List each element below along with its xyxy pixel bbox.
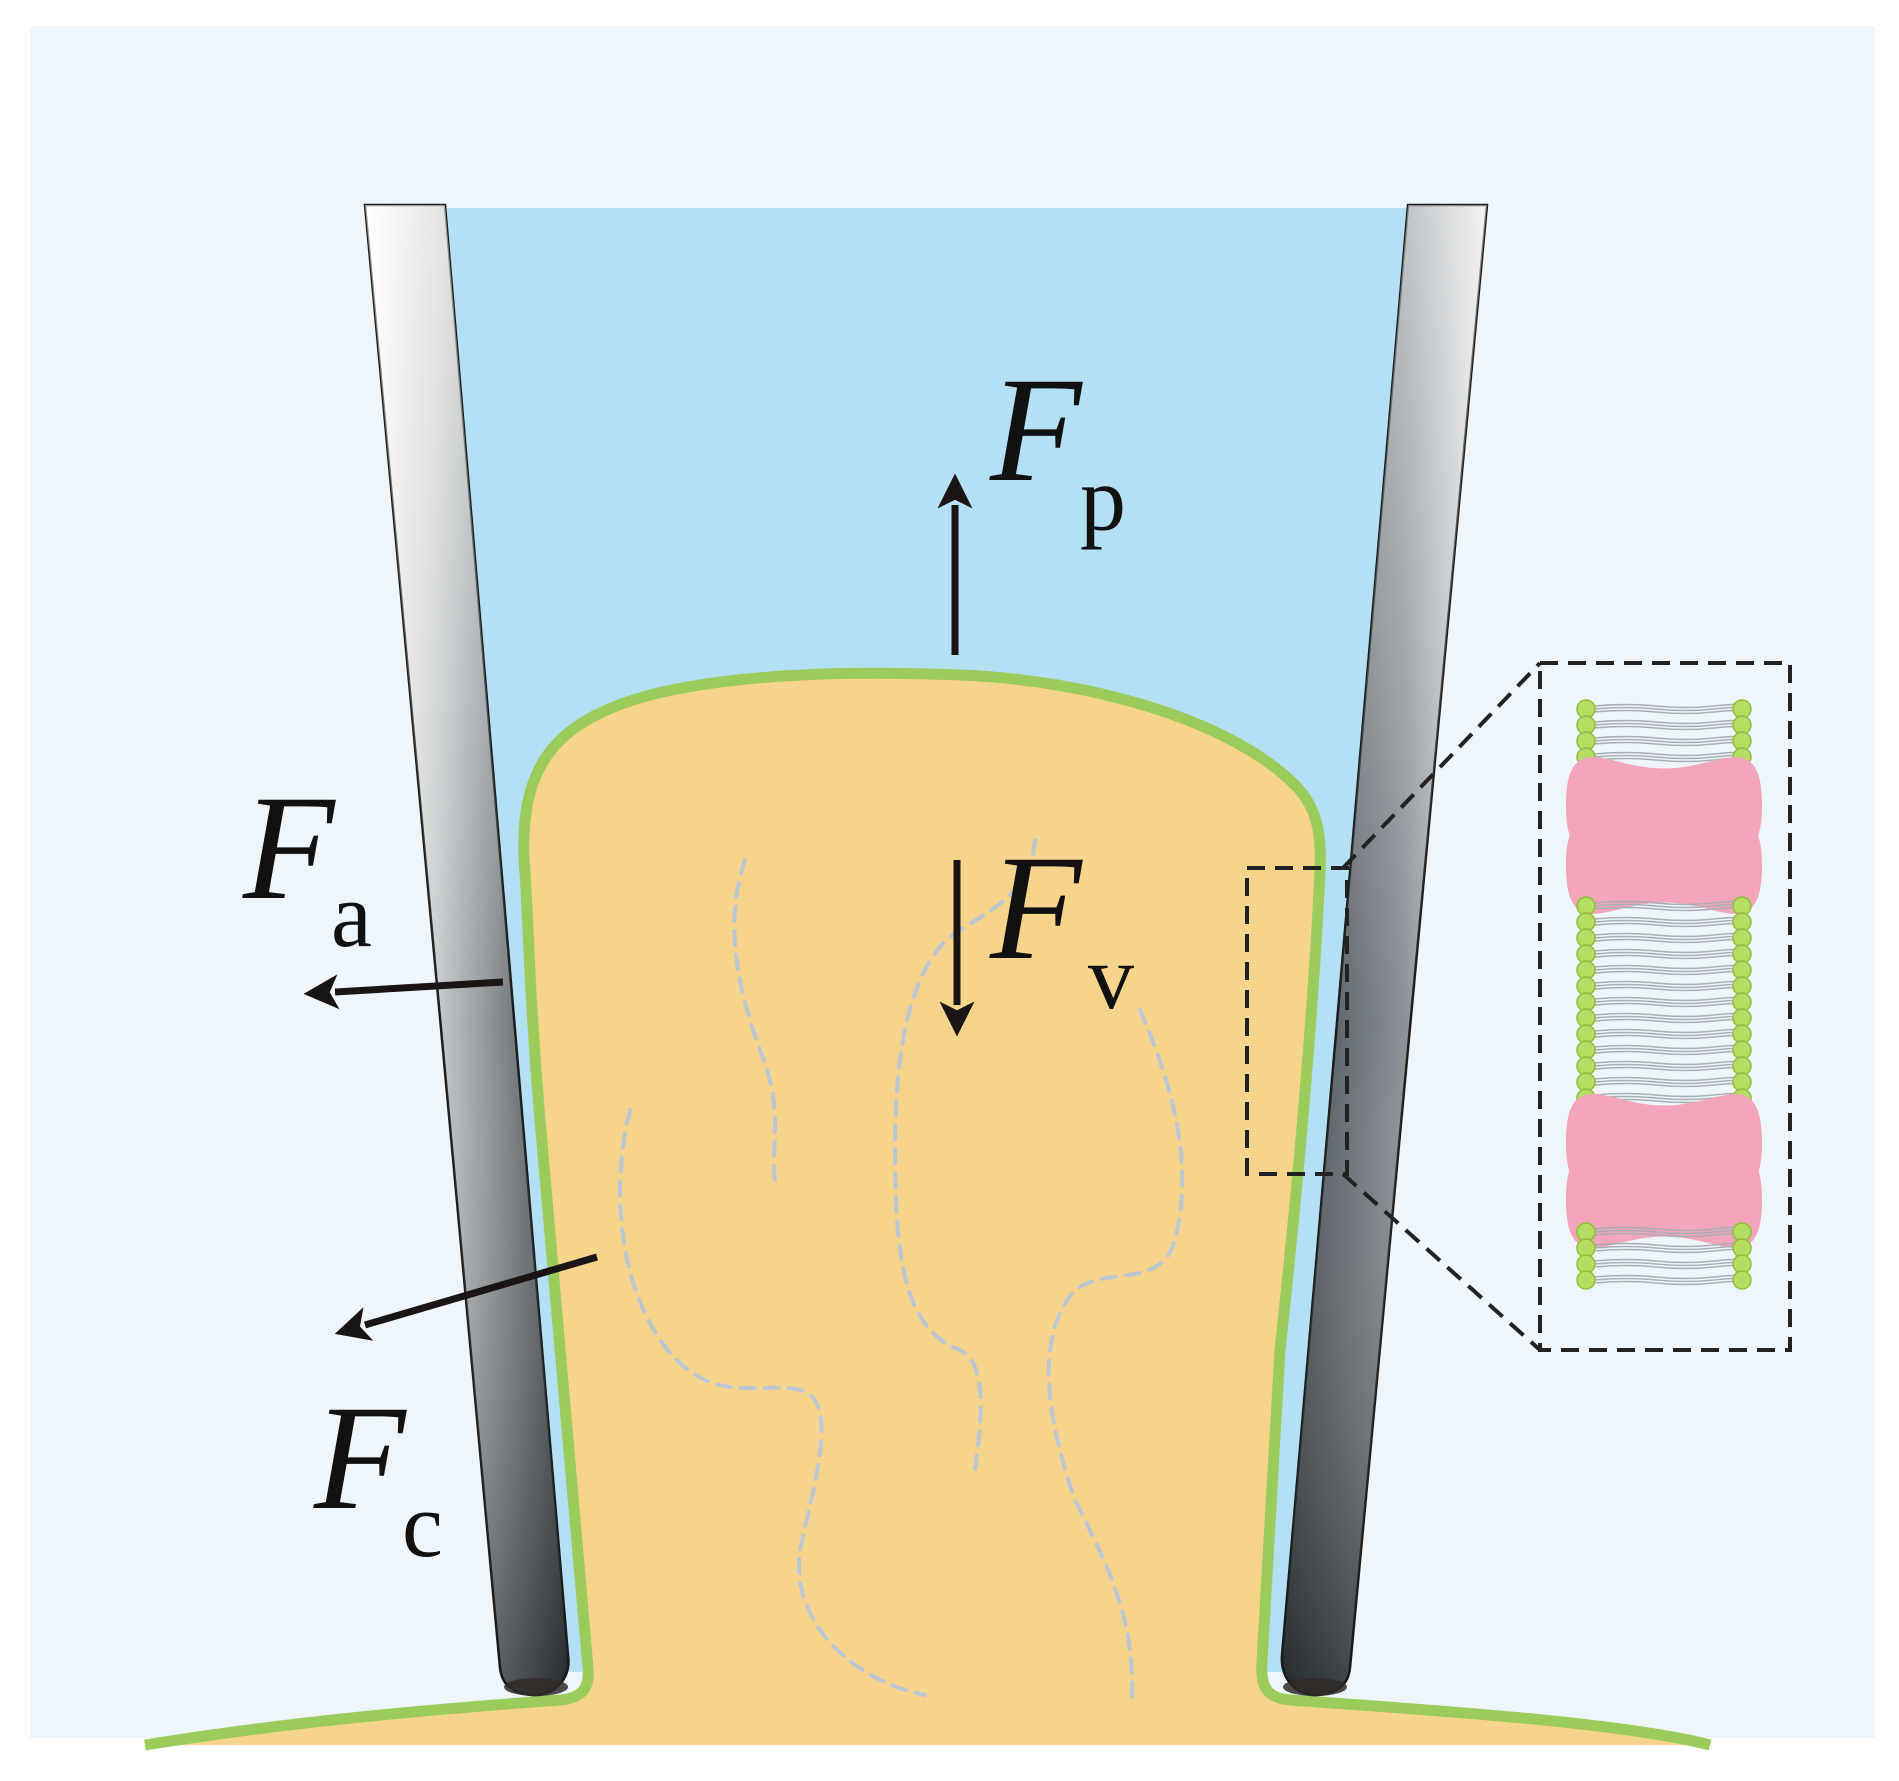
arrow-fc xyxy=(334,1253,598,1341)
zoom-connector-bottom xyxy=(1341,1172,1542,1352)
membrane-protein xyxy=(1566,1152,1762,1248)
filament xyxy=(892,838,1037,1472)
lipid-pair xyxy=(1576,1222,1752,1242)
label-fa-subscript: a xyxy=(331,864,372,966)
zoom-inset-box xyxy=(1538,661,1792,1352)
zoom-connector-top xyxy=(1341,661,1542,870)
lipid-pair xyxy=(1576,699,1752,719)
lipid-pair xyxy=(1576,1056,1752,1076)
lipid-pair xyxy=(1576,715,1752,735)
label-fc-subscript: c xyxy=(402,1474,443,1576)
pipette-wall-left xyxy=(363,203,570,1697)
lipid-pair xyxy=(1576,1024,1752,1044)
lipid-pair xyxy=(1576,731,1752,751)
lipid-bilayer-inset xyxy=(1566,699,1762,1290)
label-fc: F c xyxy=(313,1375,443,1576)
label-fp: F p xyxy=(989,347,1126,550)
label-fa: F a xyxy=(242,765,372,966)
label-fv-symbol: F xyxy=(989,825,1083,991)
lipid-pair xyxy=(1576,928,1752,948)
arrow-fa xyxy=(303,974,504,1010)
filament xyxy=(618,1108,927,1697)
lipid-head xyxy=(1576,1270,1596,1290)
zoom-source-box xyxy=(1245,866,1349,1176)
cell-body xyxy=(145,673,1710,1745)
lipid-pair xyxy=(1576,1270,1752,1290)
lipid-pair xyxy=(1576,1254,1752,1274)
force-arrows xyxy=(303,473,975,1341)
label-fp-subscript: p xyxy=(1080,448,1126,550)
label-fc-symbol: F xyxy=(313,1375,407,1541)
lipid-pair xyxy=(1576,944,1752,964)
label-fp-symbol: F xyxy=(989,347,1083,513)
filament xyxy=(1046,1008,1185,1702)
filament xyxy=(732,858,777,1182)
label-fv-subscript: v xyxy=(1088,926,1134,1028)
label-fv: F v xyxy=(989,825,1134,1028)
cytoskeleton-filaments xyxy=(618,838,1185,1702)
lipid-pair xyxy=(1576,912,1752,932)
lipid-pair xyxy=(1576,992,1752,1012)
lipid-pair xyxy=(1576,976,1752,996)
cell-membrane xyxy=(144,667,1712,1751)
lipid-head xyxy=(1732,1270,1752,1290)
membrane-protein xyxy=(1566,818,1762,914)
lipid-pair xyxy=(1576,1040,1752,1060)
membrane-zoom-indicator xyxy=(1245,661,1792,1352)
label-fa-symbol: F xyxy=(242,765,336,931)
pipette-wall-right xyxy=(1280,203,1489,1697)
